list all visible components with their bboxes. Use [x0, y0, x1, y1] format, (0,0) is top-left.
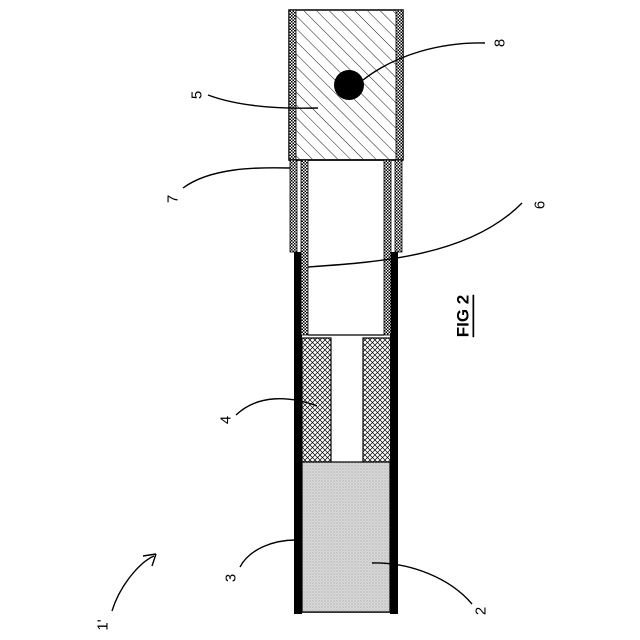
- figure-title: FIG 2: [454, 295, 473, 338]
- label-3: 3: [223, 574, 240, 582]
- label-2: 2: [473, 607, 490, 615]
- label-5: 5: [189, 91, 206, 99]
- label-7: 7: [165, 195, 182, 203]
- channel-walls: [301, 160, 391, 335]
- hole-icon: [334, 70, 364, 100]
- reservoir: [302, 462, 390, 612]
- heater-elements: [302, 338, 391, 462]
- label-6: 6: [532, 201, 549, 209]
- label-1prime: 1': [95, 619, 112, 630]
- arrow-head-icon: [143, 554, 156, 566]
- leader-6: [308, 203, 522, 267]
- leader-3: [240, 540, 296, 567]
- label-8: 8: [492, 39, 509, 47]
- label-4: 4: [218, 416, 235, 424]
- leader-7: [183, 168, 290, 188]
- leader-1prime: [112, 556, 154, 611]
